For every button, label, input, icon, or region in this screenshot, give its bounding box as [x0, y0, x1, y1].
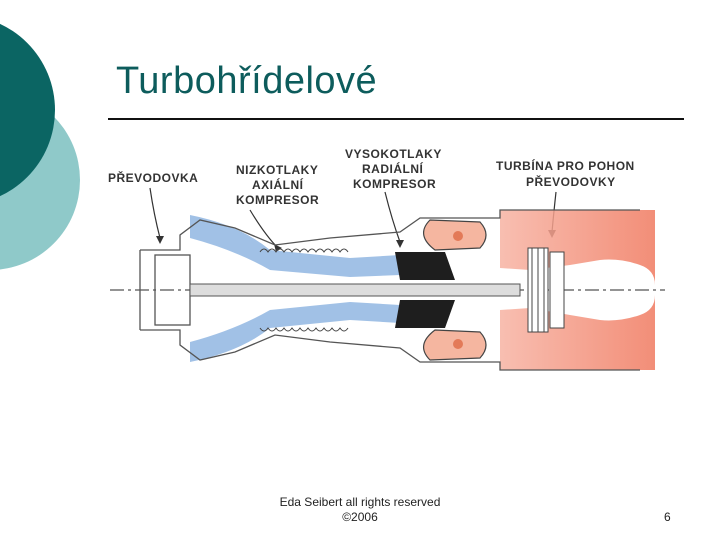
title-divider	[108, 118, 684, 120]
engine-casing	[110, 209, 665, 371]
decorative-circles	[0, 23, 80, 270]
slide-title: Turbohřídelové	[116, 60, 378, 102]
hot-gas-lower	[500, 295, 655, 370]
hot-gas-upper	[500, 210, 655, 285]
hp-impeller-upper	[395, 252, 455, 280]
label-lp-line2: AXIÁLNÍ	[252, 177, 304, 192]
hp-impeller-lower	[395, 300, 455, 328]
combustion-chambers	[423, 219, 487, 361]
label-turbine-line1: TURBÍNA PRO POHON	[496, 158, 635, 173]
page-number: 6	[664, 510, 671, 524]
label-gearbox: PŘEVODOVKA	[108, 170, 198, 185]
footer-copyright-line1: Eda Seibert all rights reserved	[279, 495, 441, 509]
lp-compressor-blades	[259, 248, 349, 332]
label-hp-line3: KOMPRESOR	[353, 177, 436, 191]
label-lp-line1: NIZKOTLAKY	[236, 163, 318, 177]
turboshaft-diagram: PŘEVODOVKA NIZKOTLAKY AXIÁLNÍ KOMPRESOR …	[108, 147, 665, 371]
label-turbine-line2: PŘEVODOVKY	[526, 174, 616, 189]
main-shaft	[189, 283, 521, 297]
label-hp-line2: RADIÁLNÍ	[362, 161, 423, 176]
footer-copyright-line2: ©2006	[342, 510, 378, 524]
label-lp-line3: KOMPRESOR	[236, 193, 319, 207]
label-hp-line1: VYSOKOTLAKY	[345, 147, 442, 161]
cold-flow-upper	[190, 215, 400, 277]
power-turbine	[527, 247, 565, 333]
cold-flow-lower	[190, 302, 400, 362]
decorative-circle-dark	[0, 23, 55, 197]
footer: Eda Seibert all rights reserved ©2006	[250, 495, 470, 525]
